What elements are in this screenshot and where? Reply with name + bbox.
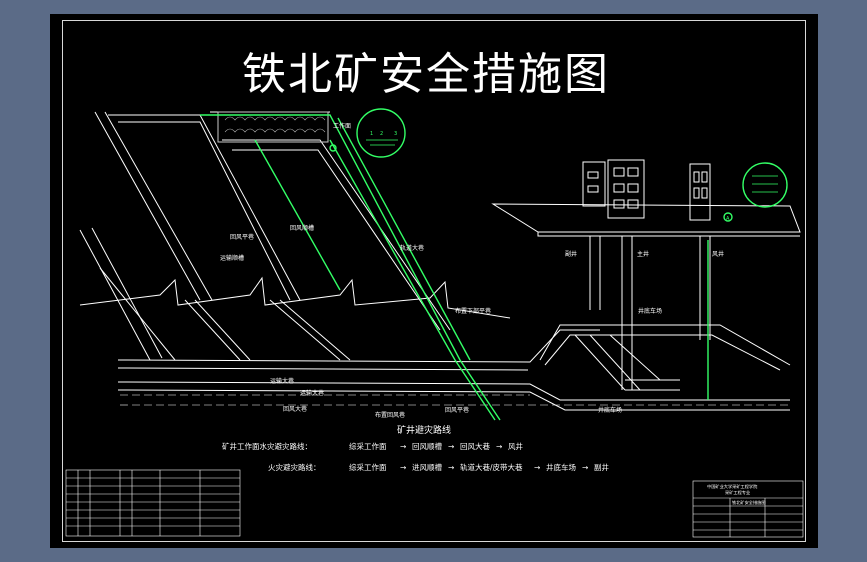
label-yun-shu-da-xiang: 运输大巷	[270, 377, 294, 385]
label-zhu-jing: 主井	[637, 250, 649, 258]
label-hui-feng-ping-xiang: 回风平巷	[230, 233, 254, 241]
fault-line	[79, 276, 511, 319]
headframe-building	[607, 159, 645, 219]
svg-text:→: →	[582, 463, 588, 472]
escape-route	[200, 114, 501, 421]
main-roadway	[117, 389, 790, 411]
goaf-rubble	[217, 111, 329, 143]
escape-route	[337, 117, 471, 361]
escape-route	[254, 139, 341, 291]
label-hui-feng-ping-xiang-2: 回风平巷	[445, 406, 469, 414]
svg-text:3: 3	[394, 131, 397, 137]
svg-text:轨道大巷/皮带大巷: 轨道大巷/皮带大巷	[460, 462, 523, 472]
svg-text:→: →	[400, 442, 406, 451]
water-route: 矿井工作面水灾避灾路线： 综采工作面 → 回风顺槽 → 回风大巷 → 风井	[222, 441, 523, 451]
svg-text:→: →	[448, 463, 454, 472]
label-hui-feng-shun-cao: 回风顺槽	[290, 224, 314, 232]
label-gui-dao-da-xiang: 轨道大巷	[400, 244, 424, 252]
drawing-frame	[62, 20, 806, 542]
inclined-roadway	[108, 114, 301, 301]
svg-text:副井: 副井	[594, 462, 609, 472]
svg-text:进风顺槽: 进风顺槽	[412, 462, 442, 472]
inclined-roadway	[99, 267, 176, 361]
label-yun-shu-da-xiang-2: 运输大巷	[300, 389, 324, 397]
shaft-bottom	[625, 379, 680, 391]
surface-platform	[491, 203, 801, 233]
inclined-roadway	[94, 111, 213, 301]
detail-circle-a-content: A	[726, 175, 778, 222]
title-block-dept: 采矿工程专业	[725, 489, 750, 496]
inclined-roadway	[184, 299, 251, 361]
svg-text:→: →	[448, 442, 454, 451]
title-block-school: 中国矿业大学采矿工程学院	[707, 483, 758, 490]
svg-text:→: →	[400, 463, 406, 472]
escape-route	[329, 139, 496, 421]
main-roadway	[544, 334, 781, 371]
detail-circle-1-content: 1 2 3	[366, 131, 398, 146]
label-gong-zuo-mian: 工作面	[333, 122, 351, 130]
detail-circle-1	[356, 108, 406, 158]
svg-text:综采工作面: 综采工作面	[349, 462, 387, 472]
route-title: 矿井避灾路线	[397, 424, 451, 436]
svg-text:火灾避灾路线：: 火灾避灾路线：	[268, 462, 321, 472]
main-roadway	[539, 324, 791, 366]
headframe-building	[582, 161, 606, 207]
label-jing-di-che-chang-2: 井底车场	[598, 406, 622, 414]
auxiliary-shaft	[621, 236, 633, 390]
label-yun-shu-shun-cao: 运输顺槽	[220, 254, 244, 262]
inclined-roadway	[79, 227, 163, 361]
svg-text:2: 2	[380, 131, 383, 137]
inclined-roadway	[269, 299, 351, 361]
title-block	[692, 480, 804, 538]
drawing-title: 铁北矿安全措施图	[242, 49, 610, 100]
headframe-building	[689, 163, 711, 221]
main-roadway	[117, 381, 790, 401]
label-hui-feng-da-xiang: 回风大巷	[283, 405, 307, 413]
svg-text:回风顺槽: 回风顺槽	[412, 441, 442, 451]
svg-text:风井: 风井	[508, 441, 523, 451]
svg-text:→: →	[496, 442, 502, 451]
svg-text:井底车场: 井底车场	[546, 462, 576, 472]
main-roadway	[117, 329, 600, 363]
shaft-bottom	[574, 334, 680, 391]
svg-text:综采工作面: 综采工作面	[349, 441, 387, 451]
legend-table	[65, 469, 241, 537]
svg-text:回风大巷: 回风大巷	[460, 441, 490, 451]
inclined-roadway	[222, 139, 451, 331]
inclined-roadway	[118, 121, 291, 301]
title-block-drawing: 铁北矿安全措施图	[732, 499, 766, 506]
main-shaft	[589, 236, 601, 310]
fire-route: 火灾避灾路线： 综采工作面 → 进风顺槽 → 轨道大巷/皮带大巷 → 井底车场 …	[268, 462, 609, 472]
main-roadway	[117, 367, 529, 371]
detail-circle-a	[742, 162, 788, 208]
svg-text:A: A	[726, 216, 730, 222]
svg-text:1: 1	[370, 131, 373, 137]
surface-platform	[537, 232, 800, 237]
label-bu-xia-ping-xiang: 布置下部平巷	[455, 307, 491, 315]
svg-text:→: →	[534, 463, 540, 472]
ventilation-shaft	[699, 236, 711, 340]
label-bu-hui-feng-xiang: 布置回风巷	[375, 411, 405, 419]
label-feng-jing: 风井	[712, 250, 724, 258]
label-jing-di-che-chang-1: 井底车场	[638, 307, 662, 315]
label-fu-jing: 副井	[565, 250, 577, 258]
inclined-roadway	[232, 149, 441, 331]
drawing-sheet	[50, 14, 818, 548]
svg-text:矿井工作面水灾避灾路线：: 矿井工作面水灾避灾路线：	[222, 441, 312, 451]
